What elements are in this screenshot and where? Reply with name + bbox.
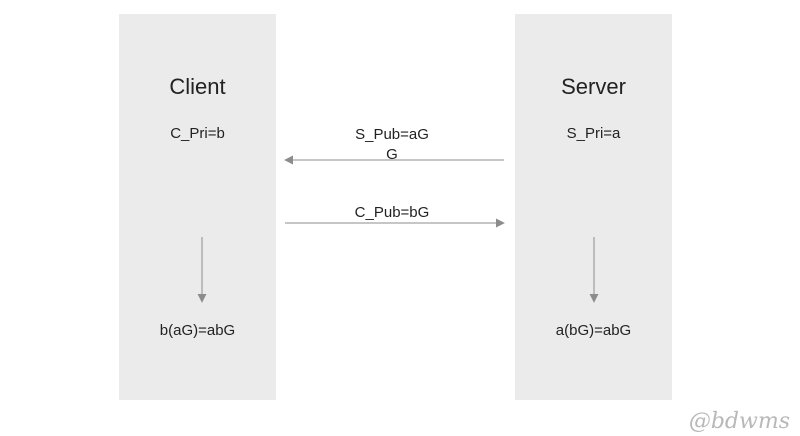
server-private-key: S_Pri=a [566, 125, 621, 142]
client-shared-secret: b(aG)=abG [159, 322, 236, 339]
server-title: Server [561, 74, 626, 99]
client-title: Client [169, 74, 226, 99]
server-panel: Server S_Pri=a a(bG)=abG [515, 14, 672, 400]
server-shared-secret: a(bG)=abG [555, 322, 632, 339]
server-public-key-message: S_Pub=aG [355, 126, 429, 143]
watermark: @bdwms [688, 409, 790, 434]
client-panel: Client C_Pri=b b(aG)=abG [119, 14, 276, 400]
client-private-key: C_Pri=b [170, 125, 225, 142]
generator-message: G [386, 146, 398, 163]
client-public-key-message: C_Pub=bG [354, 204, 430, 221]
